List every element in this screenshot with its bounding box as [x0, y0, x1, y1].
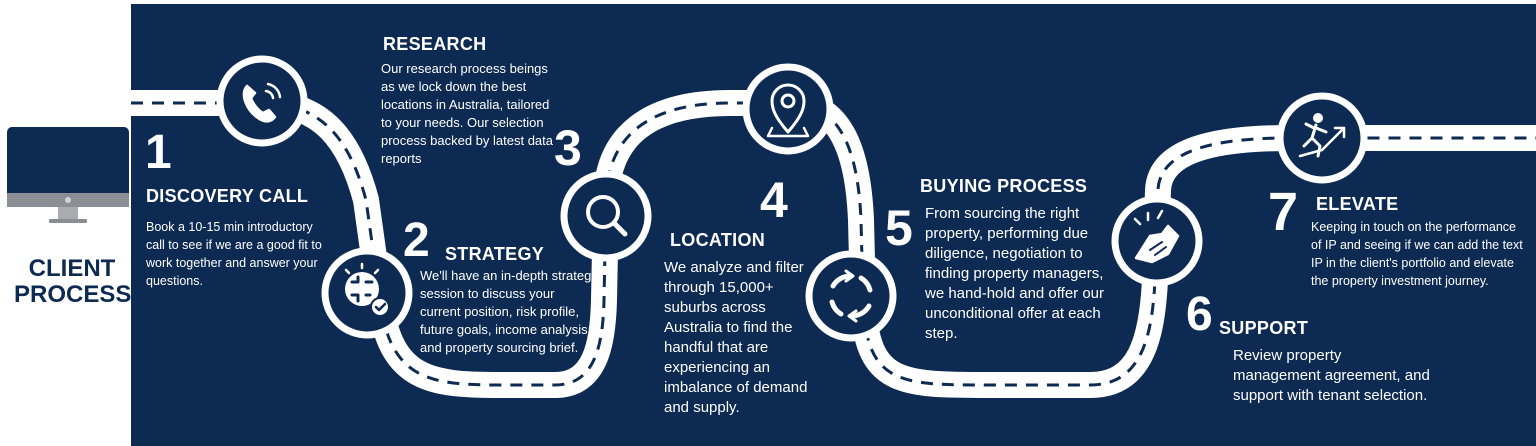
step-3-text: Our research process beings as we lock d…	[381, 61, 553, 166]
magnifier-icon	[560, 170, 652, 262]
step-3-title: RESEARCH	[383, 34, 487, 54]
step-5-title: BUYING PROCESS	[920, 176, 1088, 196]
monitor-icon	[7, 127, 129, 223]
step-4-number: 4	[760, 172, 788, 228]
step-7-text: Keeping in touch on the performance of I…	[1311, 220, 1523, 288]
step-4-title: LOCATION	[670, 230, 766, 250]
step-6-title: SUPPORT	[1219, 318, 1309, 338]
step-5-number: 5	[885, 200, 913, 256]
strategy-puzzle-icon	[321, 247, 413, 339]
step-1-title: DISCOVERY CALL	[146, 186, 309, 206]
step-2-number: 2	[403, 214, 430, 267]
step-1-text: Book a 10-15 min introductory call to se…	[146, 220, 322, 288]
client-process-title: CLIENT PROCESS	[14, 255, 132, 308]
step-2-text: We'll have an in-depth strategy session …	[420, 268, 598, 355]
step-2-title: STRATEGY	[445, 244, 545, 264]
phone-icon	[216, 55, 308, 147]
map-pin-icon	[742, 63, 834, 155]
client-title-line-2: PROCESS	[14, 281, 132, 308]
client-title-line-1: CLIENT	[28, 255, 116, 282]
step-7-number: 7	[1268, 182, 1299, 242]
handshake-icon	[1111, 195, 1203, 287]
step-7-title: ELEVATE	[1316, 194, 1399, 214]
climber-arrow-icon	[1276, 92, 1368, 184]
step-4-text: We analyze and filter through 15,000+ su…	[664, 259, 808, 416]
step-1-number: 1	[145, 126, 172, 179]
step-6-text: Review property management agreement, an…	[1233, 347, 1430, 404]
cycle-arrows-icon	[805, 250, 897, 342]
step-6-number: 6	[1186, 288, 1213, 341]
step-3-number: 3	[554, 120, 582, 176]
step-5-text: From sourcing the right property, perfor…	[925, 205, 1105, 342]
